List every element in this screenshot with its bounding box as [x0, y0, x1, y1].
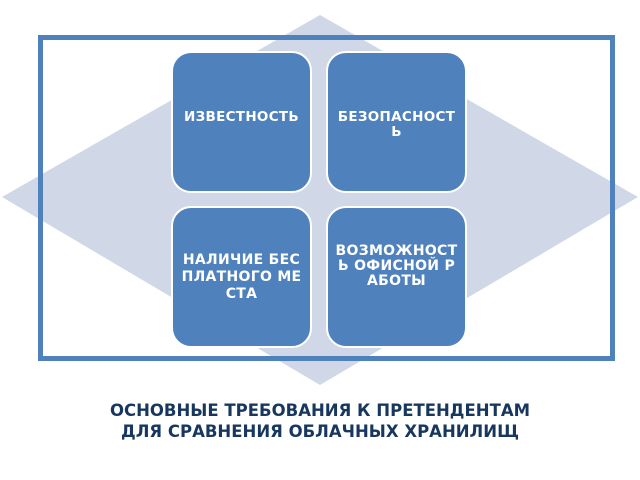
box-label: ИЗВЕСТНОСТЬ [184, 109, 299, 125]
box-office-work: ВОЗМОЖНОСТЬ ОФИСНОЙ РАБОТЫ [326, 206, 467, 348]
box-label: ВОЗМОЖНОСТЬ ОФИСНОЙ РАБОТЫ [335, 243, 458, 289]
box-label: БЕЗОПАСНОСТЬ [337, 109, 456, 140]
slide-title: ОСНОВНЫЕ ТРЕБОВАНИЯ К ПРЕТЕНДЕНТАМ ДЛЯ С… [0, 400, 640, 442]
title-line-2: ДЛЯ СРАВНЕНИЯ ОБЛАЧНЫХ ХРАНИЛИЩ [121, 422, 519, 441]
box-security: БЕЗОПАСНОСТЬ [326, 51, 467, 193]
diamond-shape [2, 15, 638, 385]
title-line-1: ОСНОВНЫЕ ТРЕБОВАНИЯ К ПРЕТЕНДЕНТАМ [109, 401, 531, 420]
box-free-space: НАЛИЧИЕ БЕСПЛАТНОГО МЕСТА [171, 206, 312, 348]
box-popularity: ИЗВЕСТНОСТЬ [171, 51, 312, 193]
frame-border [38, 35, 615, 361]
box-label: НАЛИЧИЕ БЕСПЛАТНОГО МЕСТА [181, 251, 302, 302]
